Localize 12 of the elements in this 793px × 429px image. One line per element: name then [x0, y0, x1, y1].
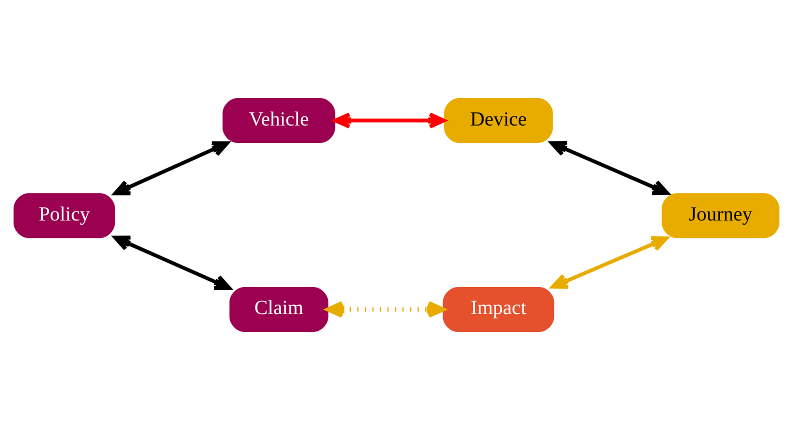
node-box: Device — [444, 98, 553, 143]
node-box: Journey — [662, 192, 780, 238]
node-box: Impact — [442, 286, 554, 332]
arrow — [113, 140, 229, 195]
arrow — [334, 112, 446, 128]
arrow — [113, 235, 232, 290]
node-box: Policy — [14, 192, 115, 238]
arrow — [550, 140, 670, 195]
arrow — [551, 236, 668, 288]
node-box: Vehicle — [222, 98, 336, 143]
node-box: Claim — [229, 286, 328, 332]
arrow — [326, 300, 445, 318]
